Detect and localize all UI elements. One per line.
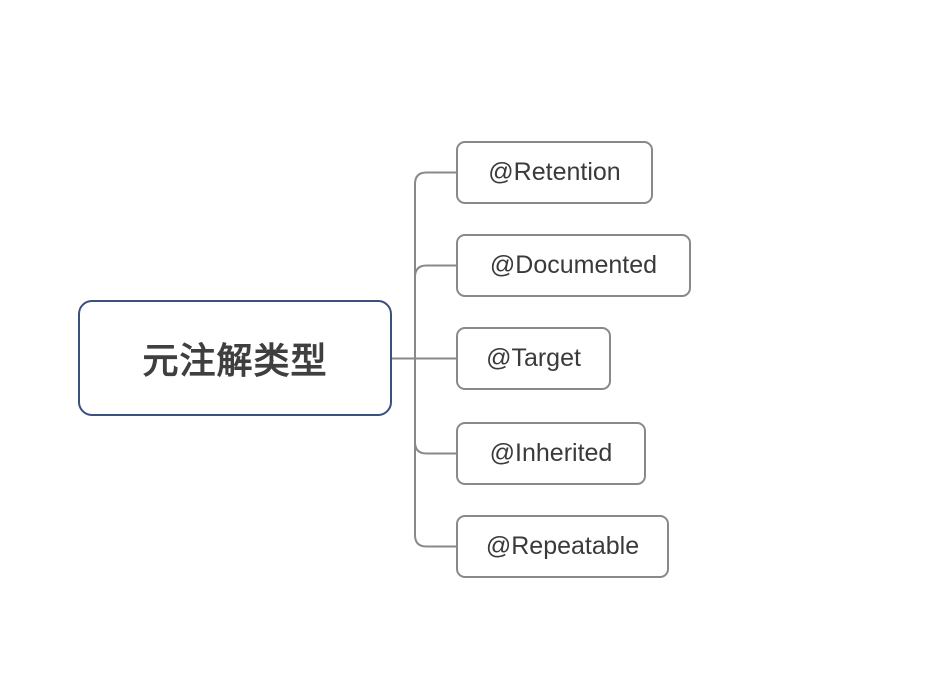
- connector-retention: [414, 171, 456, 359]
- child-node-retention[interactable]: @Retention: [456, 141, 653, 204]
- root-node[interactable]: 元注解类型: [78, 300, 392, 416]
- child-node-label: @Inherited: [489, 439, 613, 467]
- connector-inherited: [414, 358, 456, 455]
- child-node-label: @Target: [486, 344, 581, 372]
- root-node-label: 元注解类型: [142, 340, 328, 381]
- child-node-documented[interactable]: @Documented: [456, 234, 691, 297]
- child-node-label: @Documented: [489, 251, 658, 279]
- child-node-target[interactable]: @Target: [456, 327, 611, 390]
- child-node-repeatable[interactable]: @Repeatable: [456, 515, 669, 578]
- child-node-label: @Retention: [488, 158, 621, 186]
- connector-repeatable: [414, 358, 456, 548]
- child-node-inherited[interactable]: @Inherited: [456, 422, 646, 485]
- connector-documented: [414, 264, 456, 359]
- child-node-label: @Repeatable: [485, 532, 640, 560]
